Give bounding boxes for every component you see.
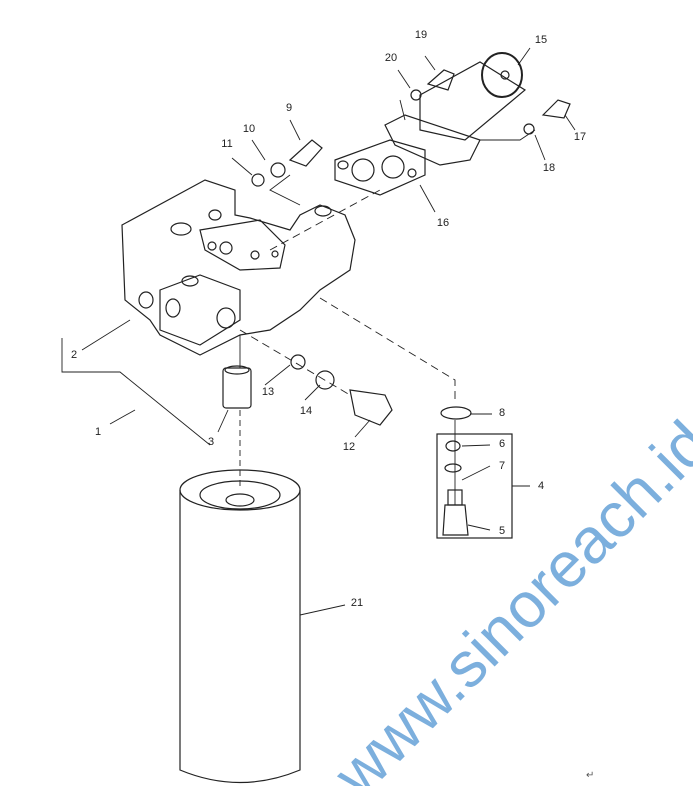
callout-4: 4 xyxy=(537,480,545,492)
callout-9: 9 xyxy=(285,102,293,114)
callout-6: 6 xyxy=(498,438,506,450)
callout-16: 16 xyxy=(436,217,450,229)
callout-19: 19 xyxy=(414,29,428,41)
callout-10: 10 xyxy=(242,123,256,135)
callout-11: 11 xyxy=(221,138,233,150)
sleeve-3 xyxy=(222,365,252,409)
callout-14: 14 xyxy=(299,405,313,417)
valve-9 xyxy=(251,139,323,187)
callout-12: 12 xyxy=(342,441,356,453)
callout-7: 7 xyxy=(498,460,506,472)
bolt-19 xyxy=(410,69,455,101)
filter-head-housing xyxy=(121,179,356,356)
callout-13: 13 xyxy=(261,386,275,398)
leader-lines xyxy=(61,47,576,616)
callout-20: 20 xyxy=(384,52,398,64)
check-valve-15 xyxy=(384,52,527,166)
callout-2: 2 xyxy=(70,349,78,361)
callout-17: 17 xyxy=(573,131,587,143)
callout-21: 21 xyxy=(350,597,364,609)
callout-8: 8 xyxy=(498,407,506,419)
gasket-16 xyxy=(334,139,426,196)
callout-3: 3 xyxy=(207,436,215,448)
callout-5: 5 xyxy=(498,525,506,537)
filter-element-21 xyxy=(179,469,301,784)
bolt-17 xyxy=(523,99,571,135)
callout-18: 18 xyxy=(542,162,556,174)
plug-12 xyxy=(290,354,393,426)
return-mark: ↵ xyxy=(586,770,595,781)
callout-1: 1 xyxy=(94,426,102,438)
valve-assembly-4 xyxy=(436,406,513,539)
callout-15: 15 xyxy=(534,34,548,46)
